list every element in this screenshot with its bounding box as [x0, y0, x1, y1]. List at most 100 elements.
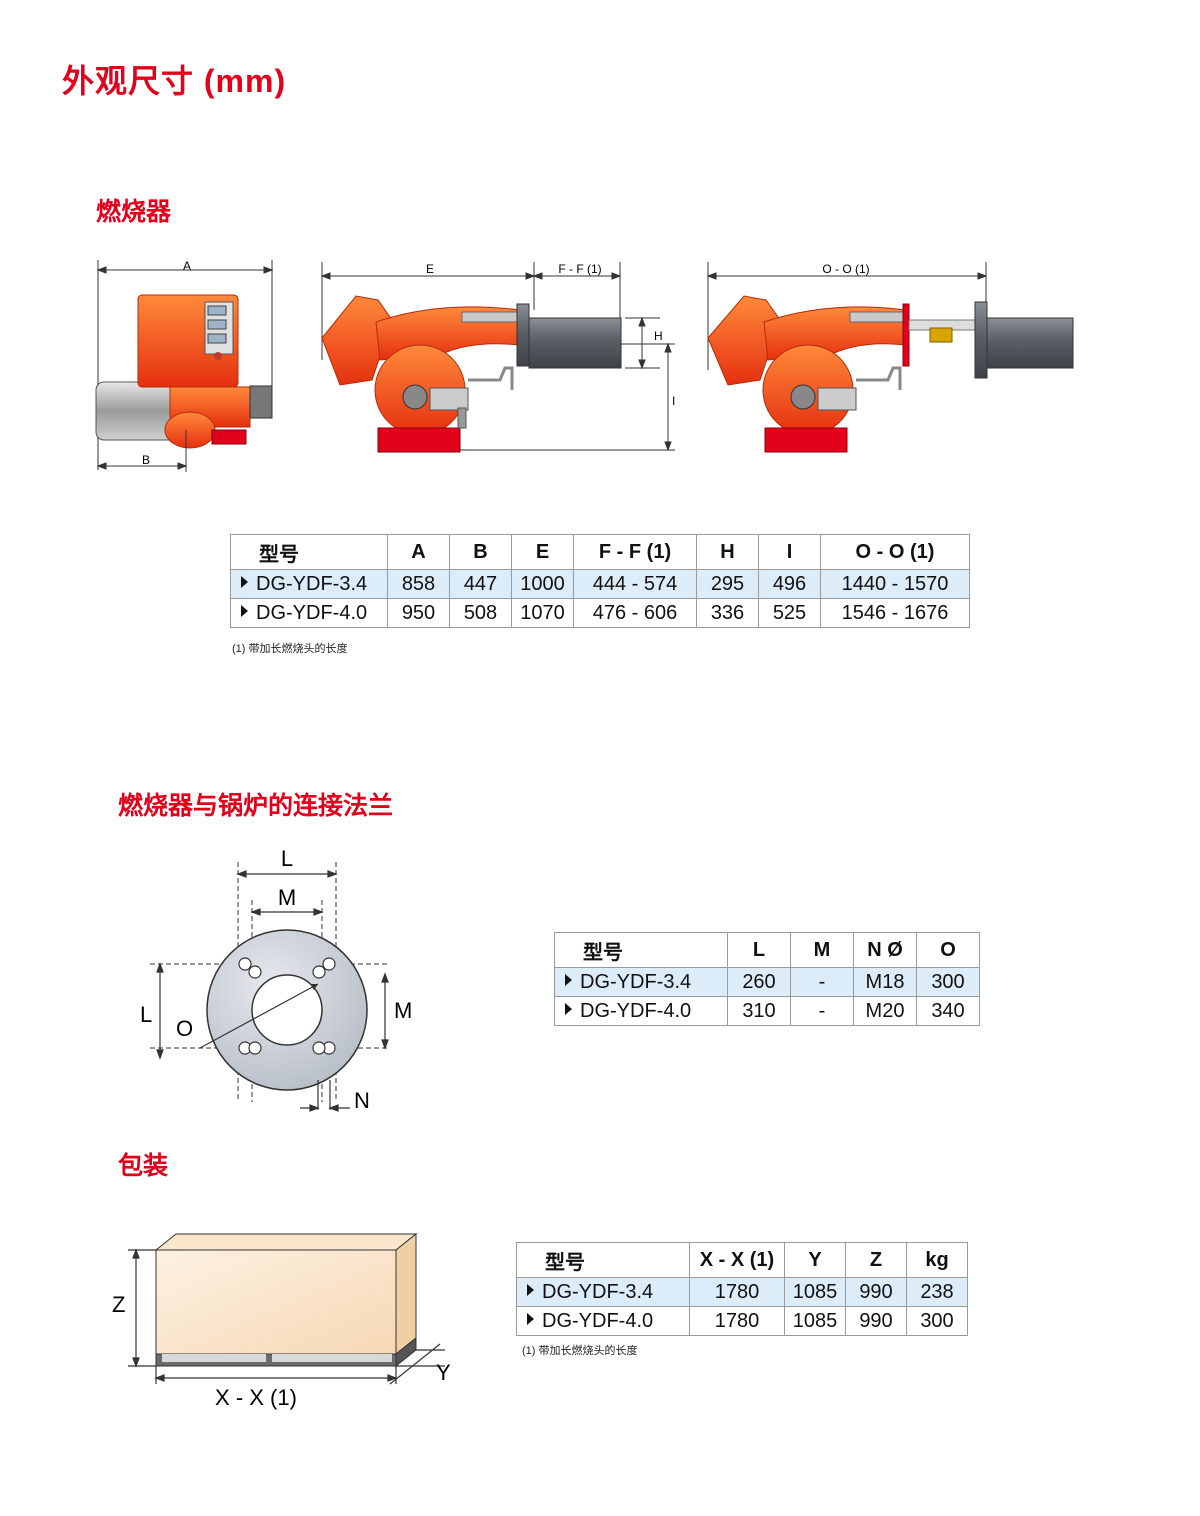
- flange-diagram: L M L O M N: [140, 846, 412, 1113]
- cell-i: 496: [758, 569, 821, 599]
- label-ff: F - F (1): [558, 262, 601, 276]
- burner-diagram: A B E F - F (1): [95, 259, 1074, 472]
- cell-ff: 444 - 574: [573, 569, 697, 599]
- cell-n: M18: [853, 967, 917, 997]
- cell-h: 295: [696, 569, 759, 599]
- section-title-flange: 燃烧器与锅炉的连接法兰: [118, 792, 394, 820]
- cell-o: 300: [916, 967, 980, 997]
- dimension-e: [320, 262, 536, 360]
- label-y: Y: [436, 1360, 451, 1385]
- header-y: Y: [784, 1242, 846, 1278]
- label-l-top: L: [281, 846, 293, 871]
- cell-model: DG-YDF-4.0: [554, 996, 728, 1026]
- label-z: Z: [112, 1292, 125, 1317]
- packaging-footnote: (1) 带加长燃烧头的长度: [522, 1345, 638, 1357]
- table-row: DG-YDF-3.4 260 - M18 300: [554, 967, 980, 997]
- bolt-holes: [238, 957, 336, 1055]
- cell-z: 990: [845, 1306, 907, 1336]
- crate-top: [154, 1233, 418, 1251]
- dimension-i: [460, 342, 675, 452]
- header-e: E: [511, 534, 574, 570]
- label-xx: X - X (1): [215, 1385, 297, 1410]
- cell-model: DG-YDF-4.0: [230, 598, 388, 628]
- table-row: DG-YDF-4.0 1780 1085 990 300: [516, 1306, 968, 1336]
- dimension-h: [625, 316, 660, 370]
- cell-n: M20: [853, 996, 917, 1026]
- header-model: 型号: [554, 932, 728, 968]
- crate-side: [395, 1232, 417, 1356]
- cell-xx: 1780: [689, 1306, 785, 1336]
- header-kg: kg: [906, 1242, 968, 1278]
- packaging-diagram: Z X - X (1) Y: [112, 1232, 451, 1410]
- header-i: I: [758, 534, 821, 570]
- header-model: 型号: [516, 1242, 690, 1278]
- table-header-row: 型号 A B E F - F (1) H I O - O (1): [230, 534, 970, 570]
- cell-e: 1070: [511, 598, 574, 628]
- table-row: DG-YDF-3.4 858 447 1000 444 - 574 295 49…: [230, 569, 970, 599]
- cell-model: DG-YDF-4.0: [516, 1306, 690, 1336]
- header-n: N Ø: [853, 932, 917, 968]
- label-i: I: [672, 394, 675, 408]
- cell-i: 525: [758, 598, 821, 628]
- crate-front: [155, 1249, 397, 1355]
- label-b: B: [142, 453, 150, 467]
- cell-oo: 1440 - 1570: [820, 569, 970, 599]
- header-xx: X - X (1): [689, 1242, 785, 1278]
- label-m-right: M: [394, 998, 412, 1023]
- flange-table: 型号 L M N Ø O DG-YDF-3.4 260 - M18 300 DG…: [554, 932, 980, 1026]
- header-h: H: [696, 534, 759, 570]
- header-l: L: [727, 932, 791, 968]
- label-h: H: [654, 329, 663, 343]
- packaging-table: 型号 X - X (1) Y Z kg DG-YDF-3.4 1780 1085…: [516, 1242, 968, 1336]
- label-oo: O - O (1): [822, 262, 869, 276]
- label-m-top: M: [278, 885, 296, 910]
- cell-model: DG-YDF-3.4: [516, 1277, 690, 1307]
- table-row: DG-YDF-3.4 1780 1085 990 238: [516, 1277, 968, 1307]
- cell-xx: 1780: [689, 1277, 785, 1307]
- label-n: N: [354, 1088, 370, 1113]
- table-header-row: 型号 X - X (1) Y Z kg: [516, 1242, 968, 1278]
- cell-z: 990: [845, 1277, 907, 1307]
- page-title: 外观尺寸 (mm): [62, 63, 287, 99]
- burner-footnote: (1) 带加长燃烧头的长度: [232, 643, 348, 655]
- header-o: O: [916, 932, 980, 968]
- dimension-b: [96, 430, 188, 472]
- cell-oo: 1546 - 1676: [820, 598, 970, 628]
- cell-a: 950: [387, 598, 450, 628]
- cell-model: DG-YDF-3.4: [554, 967, 728, 997]
- dimension-oo: [706, 262, 988, 370]
- table-header-row: 型号 L M N Ø O: [554, 932, 980, 968]
- cell-l: 310: [727, 996, 791, 1026]
- header-m: M: [790, 932, 854, 968]
- label-e: E: [426, 262, 434, 276]
- dimension-ff: [532, 262, 622, 318]
- header-ff: F - F (1): [573, 534, 697, 570]
- section-title-packaging: 包装: [118, 1152, 169, 1180]
- cell-b: 447: [449, 569, 512, 599]
- section-title-burner: 燃烧器: [96, 198, 172, 226]
- label-o: O: [176, 1016, 193, 1041]
- header-z: Z: [845, 1242, 907, 1278]
- cell-ff: 476 - 606: [573, 598, 697, 628]
- cell-model: DG-YDF-3.4: [230, 569, 388, 599]
- cell-a: 858: [387, 569, 450, 599]
- cell-b: 508: [449, 598, 512, 628]
- cell-m: -: [790, 967, 854, 997]
- cell-l: 260: [727, 967, 791, 997]
- table-row: DG-YDF-4.0 950 508 1070 476 - 606 336 52…: [230, 598, 970, 628]
- label-l-left: L: [140, 1002, 152, 1027]
- cell-m: -: [790, 996, 854, 1026]
- burner-dimension-table: 型号 A B E F - F (1) H I O - O (1) DG-YDF-…: [230, 534, 970, 628]
- header-a: A: [387, 534, 450, 570]
- cell-kg: 238: [906, 1277, 968, 1307]
- label-a: A: [183, 259, 191, 273]
- burner-front-view: [95, 294, 273, 449]
- header-b: B: [449, 534, 512, 570]
- flange-bore: [251, 974, 323, 1046]
- table-row: DG-YDF-4.0 310 - M20 340: [554, 996, 980, 1026]
- cell-kg: 300: [906, 1306, 968, 1336]
- cell-h: 336: [696, 598, 759, 628]
- burner-side-view: [321, 295, 622, 453]
- header-model: 型号: [230, 534, 388, 570]
- cell-y: 1085: [784, 1306, 846, 1336]
